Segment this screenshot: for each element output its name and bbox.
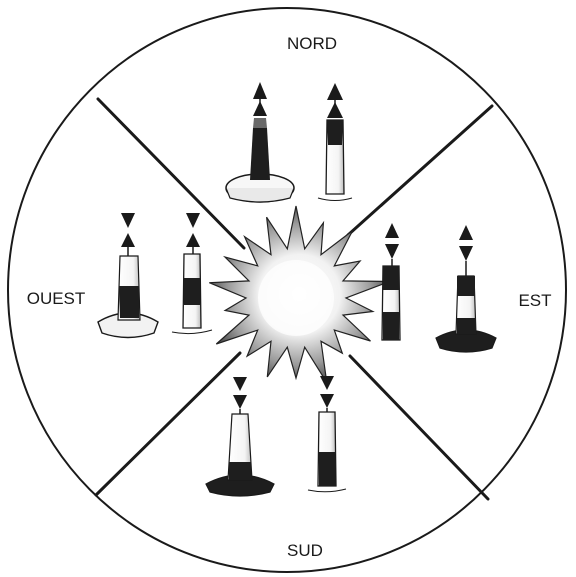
label-north: NORD	[287, 34, 337, 53]
label-west: OUEST	[27, 289, 86, 308]
label-south: SUD	[287, 541, 323, 560]
label-east: EST	[518, 291, 551, 310]
